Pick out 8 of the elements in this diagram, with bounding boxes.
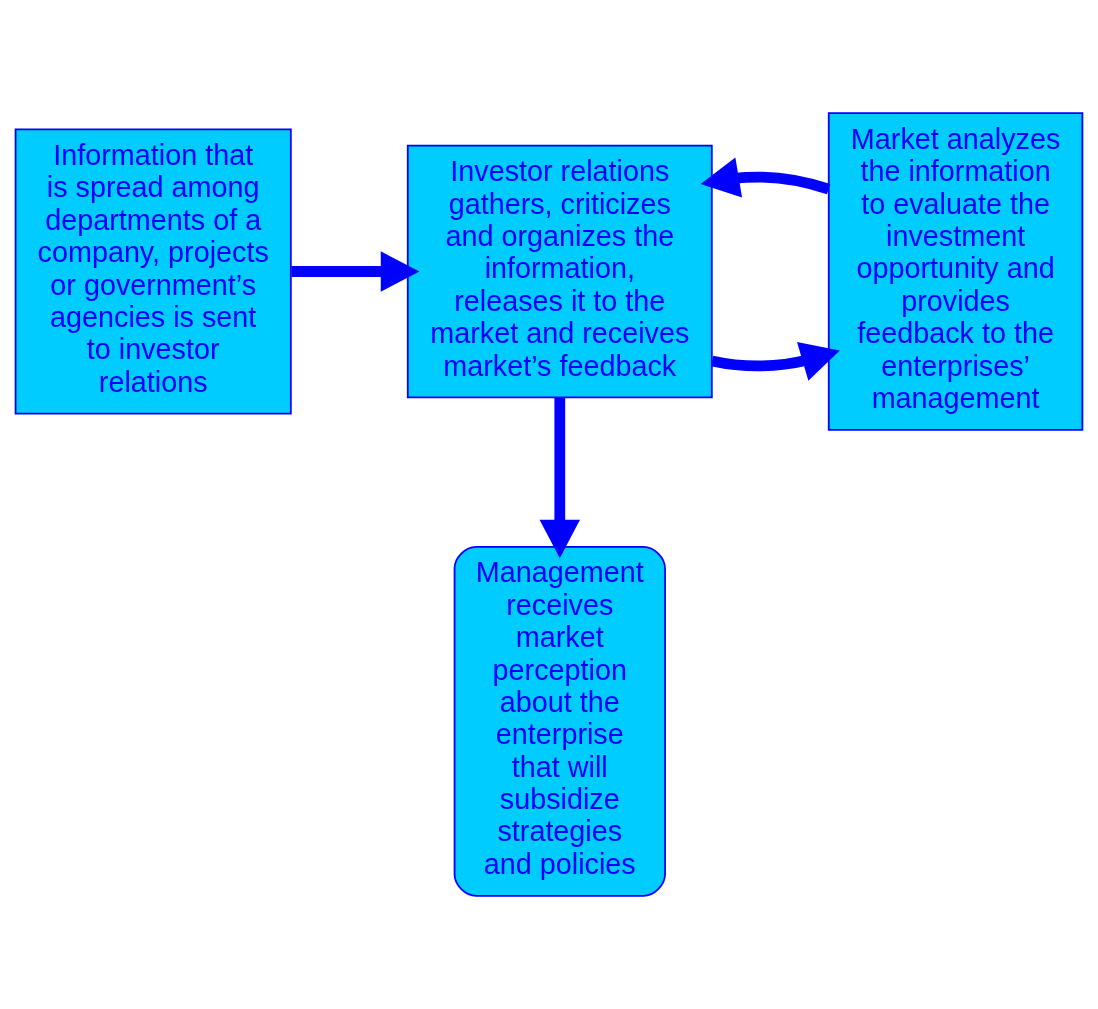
node-box: Market analyzes the information to evaluate the investment opportunity and provides feedback to the enterprises’ management — [827, 112, 1084, 431]
node-box: Information that is spread among departments of a company, projects or government’s agencies is sent to investor relations — [14, 128, 292, 415]
node-box: Management receives market perception about the enterprise that will subsidize strategies and policies — [453, 545, 666, 897]
arrow — [711, 341, 840, 381]
node-box: Investor relations gathers, criticizes and organizes the information, releases it to the market and receives market’s feedback — [406, 144, 713, 399]
arrow — [539, 397, 581, 559]
arrow — [700, 157, 831, 198]
arrow — [291, 251, 420, 292]
